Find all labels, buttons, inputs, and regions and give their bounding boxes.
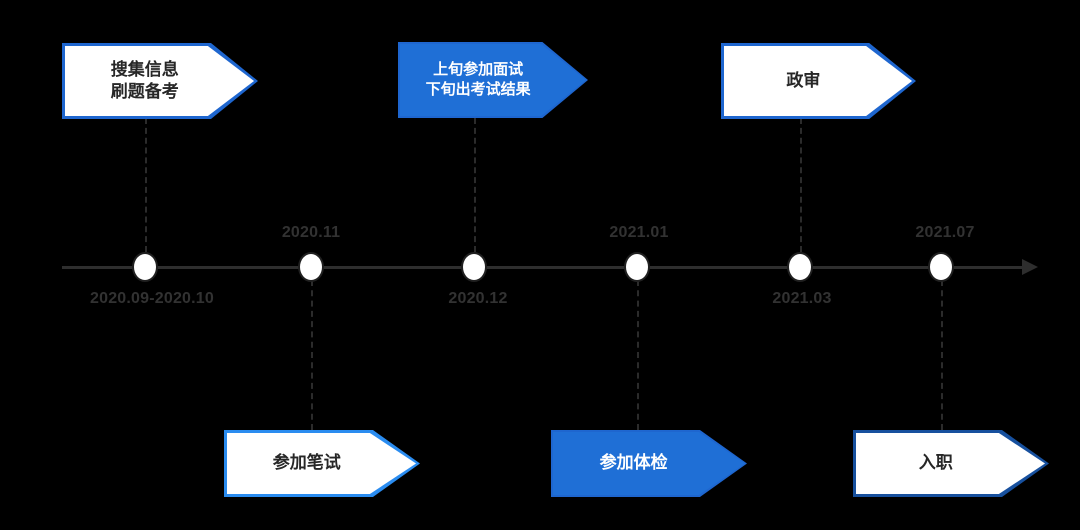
date-label-m2: 2020.11: [281, 224, 341, 241]
milestone-dot-m4[interactable]: [624, 252, 650, 282]
callout-m2-body: 参加笔试: [227, 433, 417, 494]
date-label-m3: 2020.12: [448, 290, 508, 307]
connector-m3: [474, 118, 476, 252]
date-label-m6: 2021.07: [915, 224, 975, 241]
timeline-axis-line: [62, 266, 1027, 269]
callout-m6[interactable]: 入职: [853, 430, 1049, 497]
milestone-dot-m3[interactable]: [461, 252, 487, 282]
connector-m2: [311, 280, 313, 430]
milestone-dot-m2[interactable]: [298, 252, 324, 282]
callout-m5-label: 政审: [786, 70, 821, 90]
callout-m2-label: 参加笔试: [272, 453, 341, 473]
connector-m1: [145, 118, 147, 252]
date-label-m5: 2021.03: [772, 290, 832, 307]
connector-m4: [637, 280, 639, 430]
milestone-dot-m1[interactable]: [132, 252, 158, 282]
timeline-arrowhead-icon: [1022, 259, 1038, 275]
milestone-dot-m5[interactable]: [787, 252, 813, 282]
callout-m5-body: 政审: [724, 46, 913, 116]
callout-m3-label: 上旬参加面试 下旬出考试结果: [425, 61, 531, 98]
callout-m2[interactable]: 参加笔试: [224, 430, 420, 497]
date-label-m4: 2021.01: [609, 224, 669, 241]
callout-m3-body: 上旬参加面试 下旬出考试结果: [400, 44, 586, 116]
milestone-dot-m6[interactable]: [928, 252, 954, 282]
callout-m1[interactable]: 搜集信息 刷题备考: [62, 43, 258, 119]
callout-m6-body: 入职: [856, 433, 1046, 494]
connector-m5: [800, 118, 802, 252]
callout-m1-label: 搜集信息 刷题备考: [110, 59, 179, 101]
callout-m4-label: 参加体检: [599, 453, 668, 473]
date-label-m1: 2020.09-2020.10: [90, 290, 214, 307]
callout-m4[interactable]: 参加体检: [551, 430, 747, 497]
callout-m5[interactable]: 政审: [721, 43, 916, 119]
callout-m1-body: 搜集信息 刷题备考: [65, 46, 255, 116]
callout-m6-label: 入职: [918, 453, 953, 473]
callout-m4-body: 参加体检: [553, 432, 745, 495]
connector-m6: [941, 280, 943, 430]
callout-m3[interactable]: 上旬参加面试 下旬出考试结果: [398, 42, 588, 118]
